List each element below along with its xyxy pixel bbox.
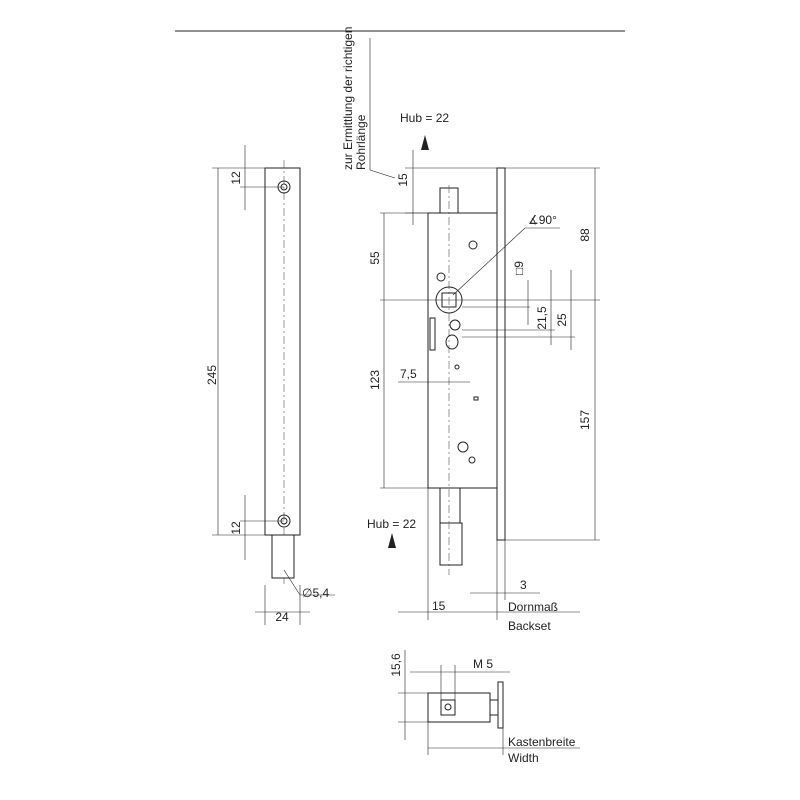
bottom-bolt xyxy=(439,487,461,524)
stroke-top-label: Hub = 22 xyxy=(400,111,449,125)
case-section xyxy=(427,692,491,723)
dim-88: 88 xyxy=(578,228,592,242)
note-line1: zur Ermittlung der richtigen xyxy=(341,27,355,170)
bolt-stub xyxy=(271,534,295,579)
backset-label-de: Dornmaß xyxy=(508,600,558,614)
width-label-de: Kastenbreite xyxy=(508,735,576,749)
note-line2: Rohrlänge xyxy=(354,114,368,170)
dim-7-5: 7,5 xyxy=(400,367,417,381)
bottom-view: 15,6 M 5 Kastenbreite Width xyxy=(389,650,580,765)
dim-25: 25 xyxy=(555,313,569,327)
dim-15-bolt: 15 xyxy=(396,173,410,187)
angle-90: ∡90° xyxy=(528,213,557,227)
width-label-en: Width xyxy=(508,751,539,765)
front-view: zur Ermittlung der richtigen Rohrlänge xyxy=(341,27,600,633)
faceplate-bar xyxy=(264,167,301,536)
side-view: 245 12 12 ∅5,4 24 xyxy=(205,145,335,625)
faceplate-section xyxy=(497,681,504,729)
dim-hole-diameter: ∅5,4 xyxy=(302,586,329,600)
dim-55: 55 xyxy=(368,251,382,265)
thread-m5: M 5 xyxy=(473,657,493,671)
stroke-bottom-label: Hub = 22 xyxy=(367,517,416,531)
dim-123: 123 xyxy=(368,370,382,390)
dim-21-5: 21,5 xyxy=(535,306,549,330)
dim-square-9: □9 xyxy=(512,261,526,275)
dim-15-backset: 15 xyxy=(432,599,446,613)
faceplate xyxy=(496,167,506,541)
dim-12-top: 12 xyxy=(229,171,243,185)
dim-245: 245 xyxy=(205,365,219,385)
dim-24: 24 xyxy=(275,610,289,624)
dim-157: 157 xyxy=(578,410,592,430)
dim-3: 3 xyxy=(520,578,527,592)
lock-case xyxy=(427,212,498,489)
dim-15-6: 15,6 xyxy=(389,653,403,677)
dim-12-bottom: 12 xyxy=(229,521,243,535)
backset-label-en: Backset xyxy=(508,619,551,633)
